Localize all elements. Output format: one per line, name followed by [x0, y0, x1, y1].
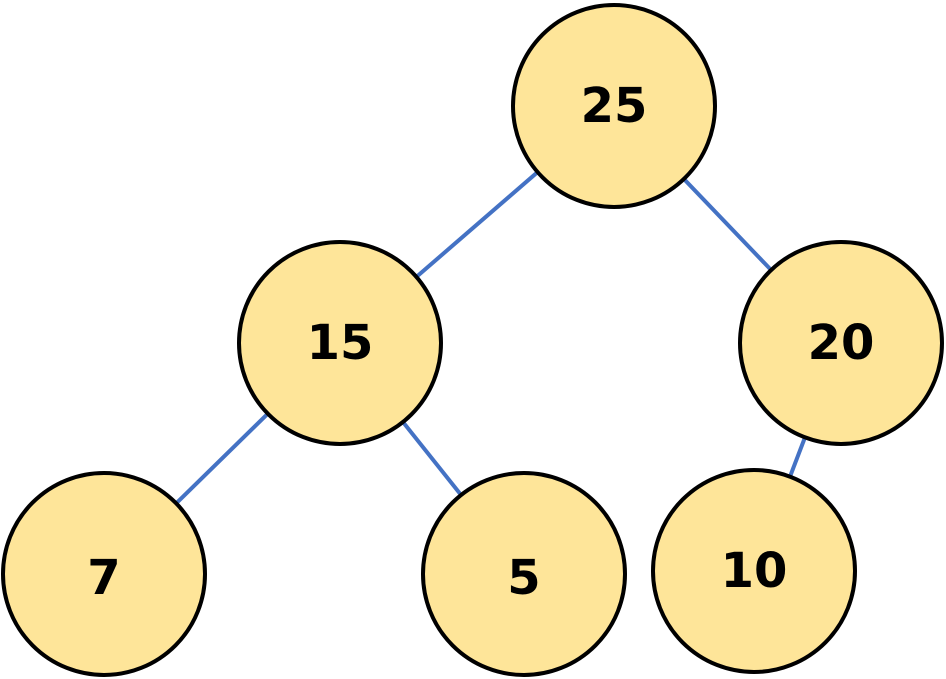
node-circle: [421, 471, 627, 677]
tree-node-5: 5: [421, 471, 627, 677]
node-label: 20: [808, 315, 875, 371]
node-circle: [1, 471, 207, 677]
node-label: 7: [87, 550, 120, 606]
node-label: 15: [307, 315, 374, 371]
node-circle: [651, 468, 857, 674]
node-label: 10: [721, 543, 788, 599]
nodes-layer: 25 15 20 7 5 10: [1, 3, 944, 677]
node-circle: [511, 3, 717, 209]
node-circle: [237, 240, 443, 446]
tree-node-10: 10: [651, 468, 857, 674]
tree-node-15: 15: [237, 240, 443, 446]
node-label: 5: [507, 550, 540, 606]
tree-node-25: 25: [511, 3, 717, 209]
node-circle: [738, 240, 944, 446]
node-label: 25: [581, 78, 648, 134]
tree-node-7: 7: [1, 471, 207, 677]
tree-node-20: 20: [738, 240, 944, 446]
